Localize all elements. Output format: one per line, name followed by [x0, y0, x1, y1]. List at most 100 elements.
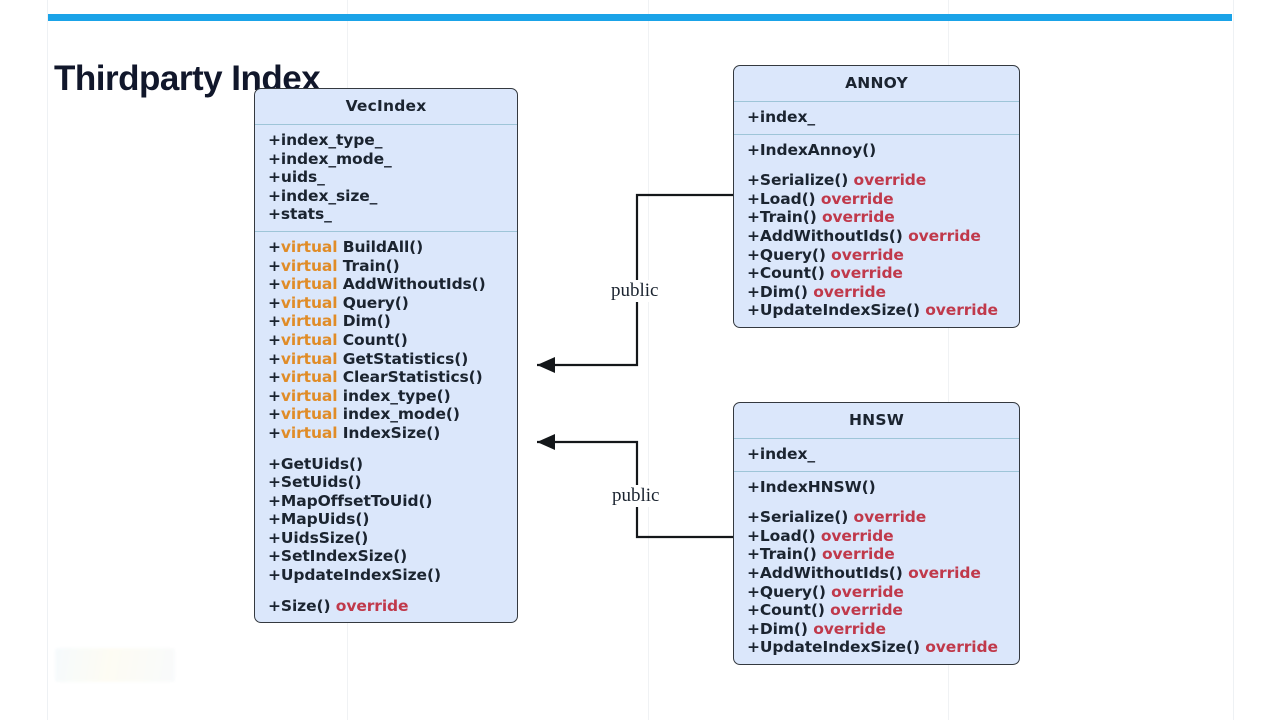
uml-virtual-keyword: virtual: [280, 405, 338, 424]
uml-method-row: +Serialize() override: [747, 171, 1019, 190]
uml-class-vecindex[interactable]: VecIndex +index_type_+index_mode_+uids_+i…: [254, 88, 518, 624]
uml-override-keyword: override: [908, 563, 981, 582]
uml-method-row: +Query() override: [747, 246, 1019, 265]
accent-bar: [48, 14, 1232, 21]
uml-visibility-marker: +: [747, 619, 760, 638]
relation-label-hnsw: public: [609, 485, 663, 507]
uml-visibility-marker: +: [747, 526, 760, 545]
uml-attributes-annoy: +index_: [734, 101, 1019, 134]
uml-method-name: IndexSize(): [342, 423, 441, 442]
uml-method-row: +UpdateIndexSize(): [268, 566, 517, 585]
uml-method-row: +MapOffsetToUid(): [268, 492, 517, 511]
uml-override-keyword: override: [925, 638, 998, 657]
uml-method-row: +Count() override: [747, 601, 1019, 620]
watermark-logo: [55, 648, 175, 682]
uml-method-row: +virtual index_mode(): [268, 405, 517, 424]
uml-visibility-marker: +: [747, 545, 760, 564]
uml-override-keyword: override: [831, 582, 904, 601]
uml-visibility-marker: +: [747, 563, 760, 582]
uml-virtual-keyword: virtual: [280, 237, 338, 256]
uml-method-name: UpdateIndexSize(): [759, 638, 920, 657]
uml-visibility-marker: +: [268, 510, 281, 529]
uml-override-keyword: override: [813, 619, 886, 638]
uml-visibility-marker: +: [747, 264, 760, 283]
uml-method-row: +Serialize() override: [747, 508, 1019, 527]
uml-override-keyword: override: [813, 282, 886, 301]
uml-method-row: +SetUids(): [268, 473, 517, 492]
uml-method-name: index_type(): [342, 386, 451, 405]
uml-virtual-keyword: virtual: [280, 312, 338, 331]
uml-method-name: Train(): [759, 545, 817, 564]
uml-method-row: +virtual ClearStatistics(): [268, 368, 517, 387]
uml-attributes-hnsw: +index_: [734, 438, 1019, 471]
uml-visibility-marker: +: [268, 566, 281, 585]
uml-visibility-marker: +: [268, 405, 281, 424]
uml-method-row: +virtual Train(): [268, 257, 517, 276]
uml-visibility-marker: +: [268, 473, 281, 492]
uml-method-row: +IndexAnnoy(): [747, 141, 1019, 160]
uml-class-name-annoy: ANNOY: [845, 74, 908, 92]
uml-override-keyword: override: [908, 226, 981, 245]
uml-method-row: +Train() override: [747, 208, 1019, 227]
uml-method-name: UpdateIndexSize(): [280, 566, 441, 585]
uml-method-row: +Query() override: [747, 583, 1019, 602]
uml-method-row: +virtual index_type(): [268, 387, 517, 406]
uml-visibility-marker: +: [268, 368, 281, 387]
uml-method-row: +virtual Dim(): [268, 312, 517, 331]
uml-visibility-marker: +: [747, 282, 760, 301]
uml-method-row: +GetUids(): [268, 455, 517, 474]
uml-visibility-marker: +: [268, 547, 281, 566]
uml-method-name: UpdateIndexSize(): [759, 301, 920, 320]
uml-attribute-row: +index_: [747, 108, 815, 126]
uml-visibility-marker: +: [268, 423, 281, 442]
uml-method-row: +MapUids(): [268, 510, 517, 529]
uml-method-name: Count(): [342, 330, 408, 349]
uml-virtual-keyword: virtual: [280, 386, 338, 405]
uml-method-name: Train(): [759, 208, 817, 227]
uml-method-row: +SetIndexSize(): [268, 547, 517, 566]
uml-method-row: +AddWithoutIds() override: [747, 227, 1019, 246]
uml-override-keyword: override: [831, 245, 904, 264]
uml-method-row: +Load() override: [747, 527, 1019, 546]
uml-method-name: Serialize(): [759, 508, 849, 527]
uml-method-name: AddWithoutIds(): [759, 563, 903, 582]
uml-visibility-marker: +: [268, 312, 281, 331]
uml-method-name: SetUids(): [280, 473, 362, 492]
uml-method-name: MapUids(): [280, 510, 370, 529]
uml-class-hnsw[interactable]: HNSW+index_+IndexHNSW()+Serialize() over…: [733, 402, 1020, 665]
uml-method-name: Train(): [342, 256, 400, 275]
uml-method-name: AddWithoutIds(): [759, 226, 903, 245]
uml-visibility-marker: +: [268, 528, 281, 547]
uml-virtual-keyword: virtual: [280, 368, 338, 387]
uml-virtual-keyword: virtual: [280, 330, 338, 349]
uml-method-name: Query(): [342, 293, 409, 312]
uml-attribute-row: +index_mode_: [268, 149, 392, 168]
uml-visibility-marker: +: [268, 275, 281, 294]
uml-attributes-vecindex: +index_type_+index_mode_+uids_+index_siz…: [255, 124, 517, 231]
uml-visibility-marker: +: [268, 256, 281, 275]
uml-method-row: +Load() override: [747, 190, 1019, 209]
uml-method-name: GetStatistics(): [342, 349, 469, 368]
uml-visibility-marker: +: [268, 454, 281, 473]
uml-method-name: MapOffsetToUid(): [280, 491, 433, 510]
uml-override-keyword: override: [830, 264, 903, 283]
uml-virtual-keyword: virtual: [280, 423, 338, 442]
uml-method-name: IndexAnnoy(): [759, 140, 877, 159]
uml-method-name: Load(): [759, 526, 816, 545]
uml-method-name: Count(): [759, 264, 825, 283]
uml-visibility-marker: +: [747, 638, 760, 657]
uml-method-name: ClearStatistics(): [342, 368, 483, 387]
uml-class-name-vecindex: VecIndex: [345, 97, 427, 115]
uml-override-keyword: override: [853, 171, 927, 190]
uml-override-keyword: override: [925, 301, 998, 320]
uml-visibility-marker: +: [268, 293, 281, 312]
uml-method-row: +UpdateIndexSize() override: [747, 301, 1019, 320]
grid-line-2: [648, 0, 649, 720]
uml-method-row: +Size() override: [268, 597, 517, 616]
uml-method-row: +Count() override: [747, 264, 1019, 283]
uml-attribute-row: +index_size_: [268, 186, 378, 205]
uml-method-name: IndexHNSW(): [759, 477, 876, 496]
uml-class-annoy[interactable]: ANNOY+index_+IndexAnnoy()+Serialize() ov…: [733, 65, 1020, 328]
uml-class-name-hnsw: HNSW: [848, 411, 904, 429]
slide-edge-left-guide: [47, 0, 48, 720]
